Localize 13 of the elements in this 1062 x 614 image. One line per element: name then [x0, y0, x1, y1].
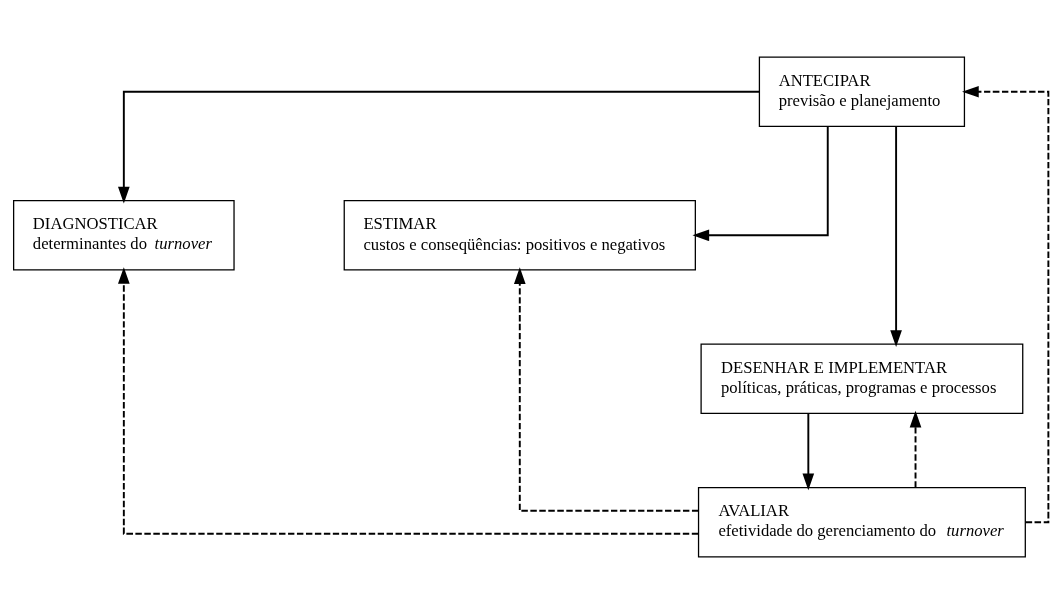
arrow	[962, 85, 1050, 524]
arrow	[118, 267, 700, 535]
arrow	[802, 412, 815, 491]
node-box: ESTIMAR custos e conseqüências: positivos e negativos	[343, 200, 696, 271]
arrow	[909, 410, 922, 489]
arrow	[513, 267, 700, 512]
node-box: AVALIAR efetividade do gerenciamento do turnover	[697, 487, 1026, 558]
arrow	[118, 90, 761, 204]
node-box: DESENHAR E IMPLEMENTAR políticas, práticas, programas e processos	[700, 343, 1024, 414]
node-box: DIAGNOSTICAR determinantes do turnover	[13, 200, 235, 271]
arrow	[692, 125, 829, 242]
node-box: ANTECIPAR previsão e planejamento	[758, 56, 966, 127]
arrow	[890, 125, 902, 347]
